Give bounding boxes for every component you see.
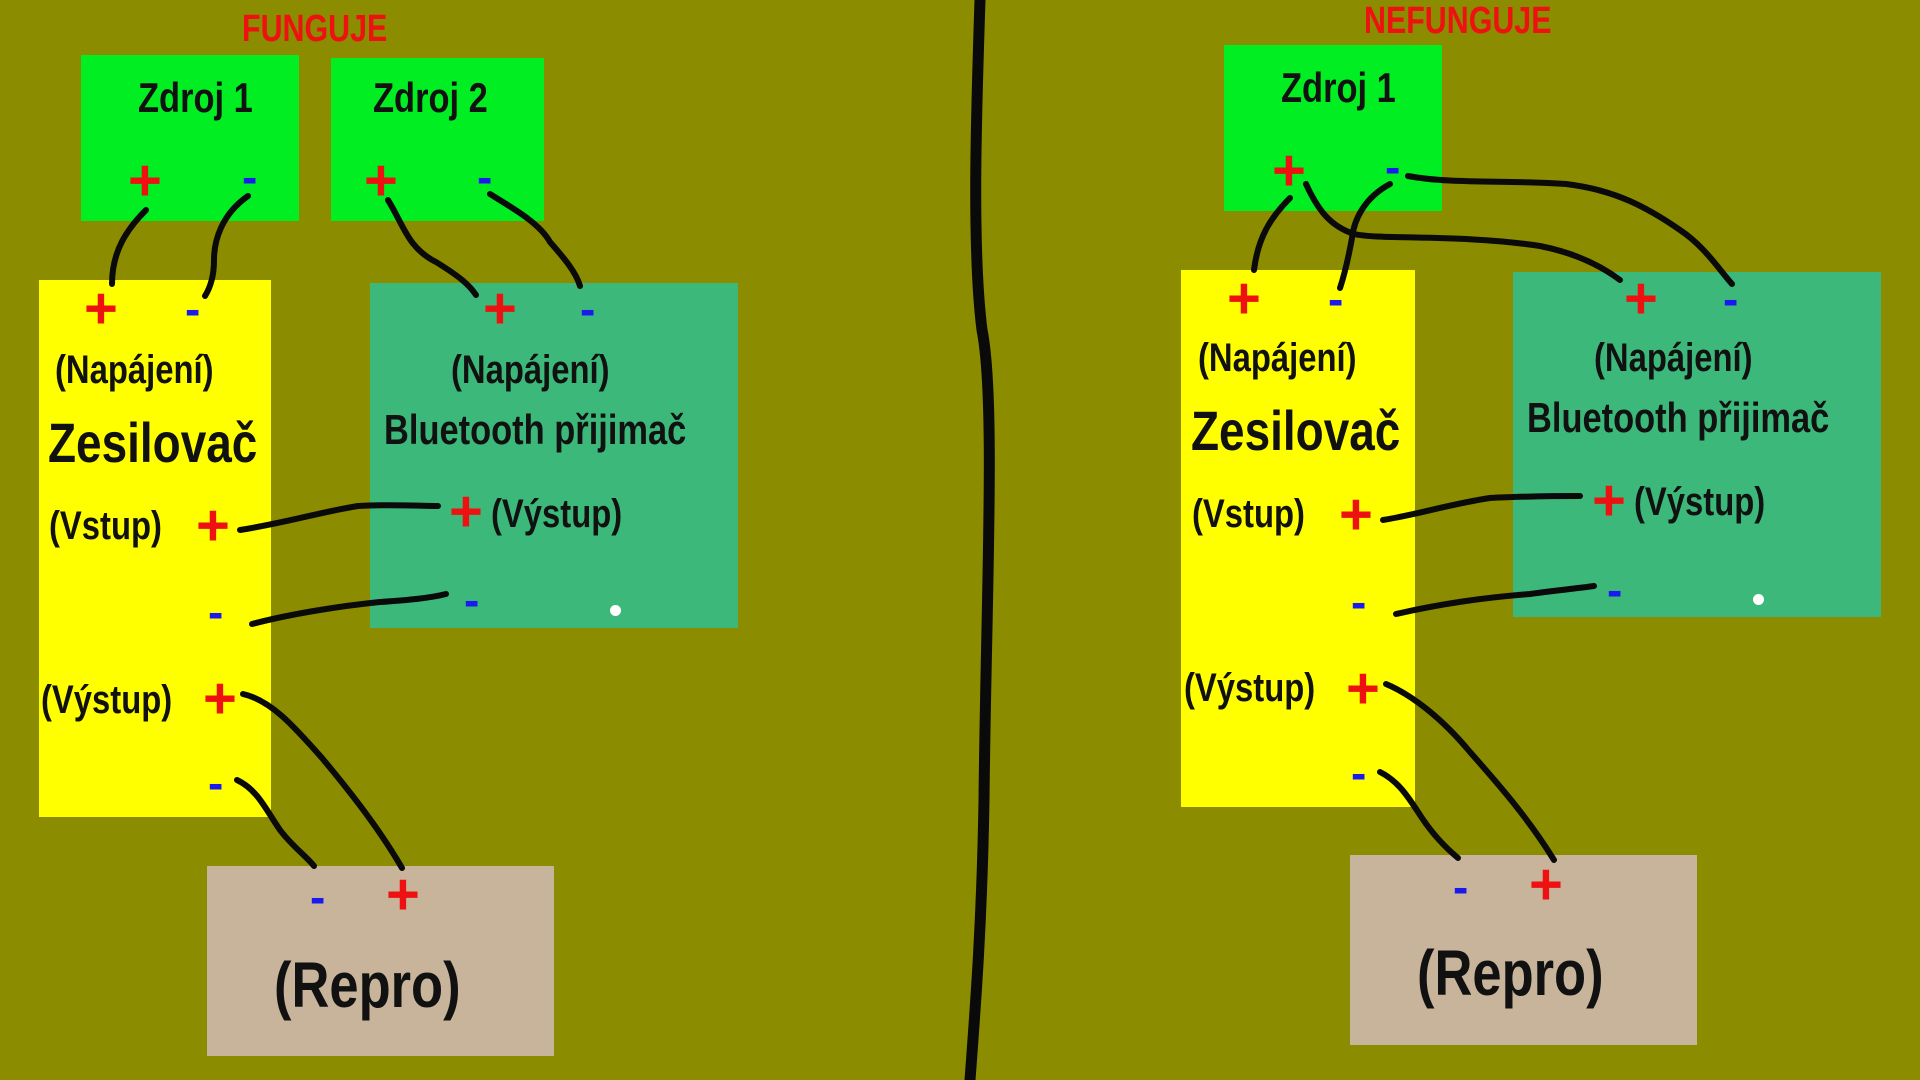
left-zdroj2-plus: + [364, 148, 398, 213]
right-zdroj1-plus: + [1272, 138, 1306, 203]
left-bluetooth-box [370, 283, 738, 628]
right-amp-out-plus: + [1346, 656, 1380, 721]
right-amp-input-label: (Vstup) [1192, 492, 1305, 536]
right-bluetooth-box [1513, 272, 1881, 617]
left-speaker-box [207, 866, 554, 1056]
right-amp-output-label: (Výstup) [1184, 666, 1316, 710]
right-amp-out-minus: - [1351, 747, 1367, 799]
left-zdroj1-plus: + [128, 148, 162, 213]
left-bt-dot [610, 605, 621, 616]
divider-line [964, 0, 995, 1080]
left-speaker-label: (Repro) [274, 949, 461, 1021]
right-speaker-box [1350, 855, 1697, 1045]
left-amplifier-box [39, 280, 271, 817]
left-bt-name: Bluetooth přijimač [384, 406, 687, 453]
right-bt-power-label: (Napájení) [1594, 336, 1753, 380]
left-amp-name: Zesilovač [48, 411, 258, 474]
left-amp-output-label: (Výstup) [41, 678, 173, 722]
left-amp-input-plus: + [196, 493, 230, 558]
right-amplifier-box [1181, 270, 1415, 807]
left-zdroj1-minus: - [242, 151, 258, 203]
right-amp-power-label: (Napájení) [1198, 336, 1357, 380]
right-bt-output-label: (Výstup) [1634, 480, 1766, 524]
left-speaker-plus: + [386, 862, 420, 927]
left-amp-input-label: (Vstup) [49, 504, 162, 548]
right-bt-out-minus: - [1607, 564, 1623, 616]
right-bt-name: Bluetooth přijimač [1527, 394, 1830, 441]
left-amp-input-minus: - [208, 586, 224, 638]
left-bt-power-minus: - [580, 283, 596, 335]
right-wire-z1-minus-bt [1405, 173, 1735, 287]
right-speaker-minus: - [1453, 861, 1469, 913]
right-amp-input-plus: + [1339, 482, 1373, 547]
right-amp-power-plus: + [1227, 266, 1261, 331]
left-zdroj2-minus: - [477, 151, 493, 203]
left-title: FUNGUJE [242, 8, 388, 50]
left-wire-z1-plus [109, 207, 149, 287]
left-amp-power-label: (Napájení) [55, 348, 214, 392]
right-zdroj1-minus: - [1385, 141, 1401, 193]
left-amp-out-minus: - [208, 757, 224, 809]
right-bt-power-plus: + [1624, 266, 1658, 331]
right-bt-power-minus: - [1723, 273, 1739, 325]
left-bt-output-label: (Výstup) [491, 492, 623, 536]
right-amp-input-minus: - [1351, 576, 1367, 628]
right-zdroj1-label: Zdroj 1 [1281, 64, 1396, 111]
left-bt-power-label: (Napájení) [451, 348, 610, 392]
right-bt-dot [1753, 594, 1764, 605]
left-zdroj2-label: Zdroj 2 [373, 74, 488, 121]
right-speaker-label: (Repro) [1417, 937, 1604, 1009]
right-speaker-plus: + [1529, 852, 1563, 917]
left-bt-out-plus: + [449, 479, 483, 544]
left-amp-power-plus: + [84, 276, 118, 341]
left-bt-power-plus: + [483, 276, 517, 341]
left-zdroj1-label: Zdroj 1 [138, 74, 253, 121]
left-speaker-minus: - [310, 871, 326, 923]
right-bt-out-plus: + [1592, 468, 1626, 533]
left-zdroj1-box [81, 55, 299, 221]
right-amp-power-minus: - [1328, 273, 1344, 325]
left-bt-out-minus: - [464, 574, 480, 626]
right-amp-name: Zesilovač [1191, 399, 1401, 462]
left-amp-power-minus: - [185, 283, 201, 335]
left-amp-out-plus: + [203, 666, 237, 731]
right-title: NEFUNGUJE [1364, 0, 1552, 42]
